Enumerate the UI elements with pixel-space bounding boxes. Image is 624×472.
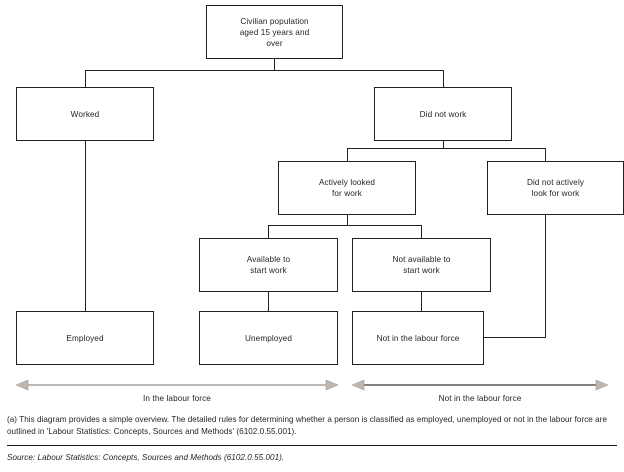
connector-did-not-work-split-bar (347, 148, 546, 149)
node-did-not-actively-look-for-work: Did not actively look for work (487, 161, 624, 215)
connector-to-available (268, 225, 269, 238)
connector-availability-split-bar (268, 225, 422, 226)
connector-worked-to-employed (85, 141, 86, 311)
connector-to-did-not-work (443, 70, 444, 87)
connector-population-stem (274, 59, 275, 71)
source-text: Source: Labour Statistics: Concepts, Sou… (7, 453, 285, 462)
connector-available-to-unemployed (268, 292, 269, 311)
connector-to-did-not-actively-look (545, 148, 546, 161)
node-did-not-work: Did not work (374, 87, 512, 141)
connector-actively-looked-stem (347, 215, 348, 225)
node-unemployed: Unemployed (199, 311, 338, 365)
connector-did-not-work-stem (443, 141, 444, 149)
connector-population-split-bar (85, 70, 444, 71)
source-divider (7, 445, 617, 446)
connector-to-worked (85, 70, 86, 87)
connector-to-actively-looked (347, 148, 348, 161)
node-actively-looked-for-work: Actively looked for work (278, 161, 416, 215)
connector-to-not-available (421, 225, 422, 238)
node-not-available-to-start-work: Not available to start work (352, 238, 491, 292)
bracket-label-not-in-labour-force: Not in the labour force (438, 394, 522, 403)
connector-not-available-to-nilf (421, 292, 422, 311)
connector-did-not-actively-look-to-nilf (484, 337, 546, 338)
node-not-in-the-labour-force: Not in the labour force (352, 311, 484, 365)
node-worked: Worked (16, 87, 154, 141)
connector-did-not-actively-look-drop (545, 215, 546, 338)
bracket-label-in-labour-force: In the labour force (143, 394, 211, 403)
node-employed: Employed (16, 311, 154, 365)
bracket-arrow-in-labour-force (15, 379, 339, 391)
footnote-text: (a) This diagram provides a simple overv… (7, 415, 607, 436)
node-civilian-population: Civilian population aged 15 years and ov… (206, 5, 343, 59)
bracket-arrow-not-in-labour-force (351, 379, 609, 391)
node-available-to-start-work: Available to start work (199, 238, 338, 292)
